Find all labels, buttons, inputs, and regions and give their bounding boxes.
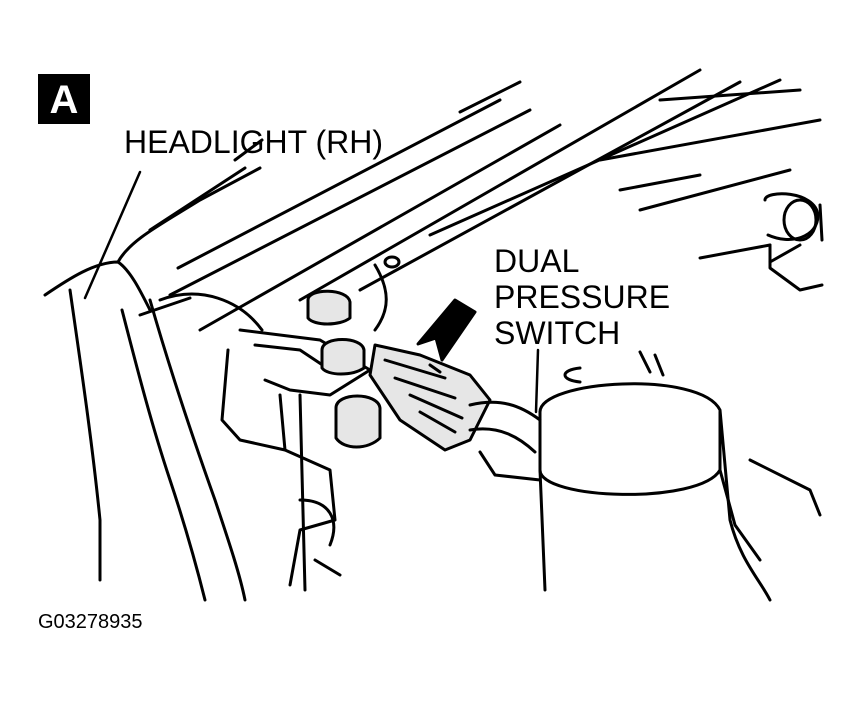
mounting-bracket — [220, 263, 388, 592]
panel-badge-letter: A — [50, 78, 79, 122]
bolts — [306, 255, 401, 449]
figure-id: G03278935 — [38, 611, 143, 633]
switch-connector — [368, 343, 542, 482]
leader-lines — [83, 170, 540, 414]
pointer-arrow — [416, 298, 477, 362]
switch-label-line3: SWITCH — [494, 315, 620, 351]
headlight-label: HEADLIGHT (RH) — [124, 124, 383, 160]
switch-label-line2: PRESSURE — [494, 279, 670, 315]
callout-labels: HEADLIGHT (RH) DUAL PRESSURE SWITCH G032… — [38, 124, 670, 633]
body-panel-lines — [148, 68, 822, 332]
headlight-housing — [43, 166, 264, 602]
receiver-drier — [538, 350, 822, 602]
panel-badge: A — [38, 74, 90, 124]
switch-label-line1: DUAL — [494, 243, 579, 279]
hose-fittings — [763, 192, 824, 292]
line-art — [43, 68, 824, 602]
